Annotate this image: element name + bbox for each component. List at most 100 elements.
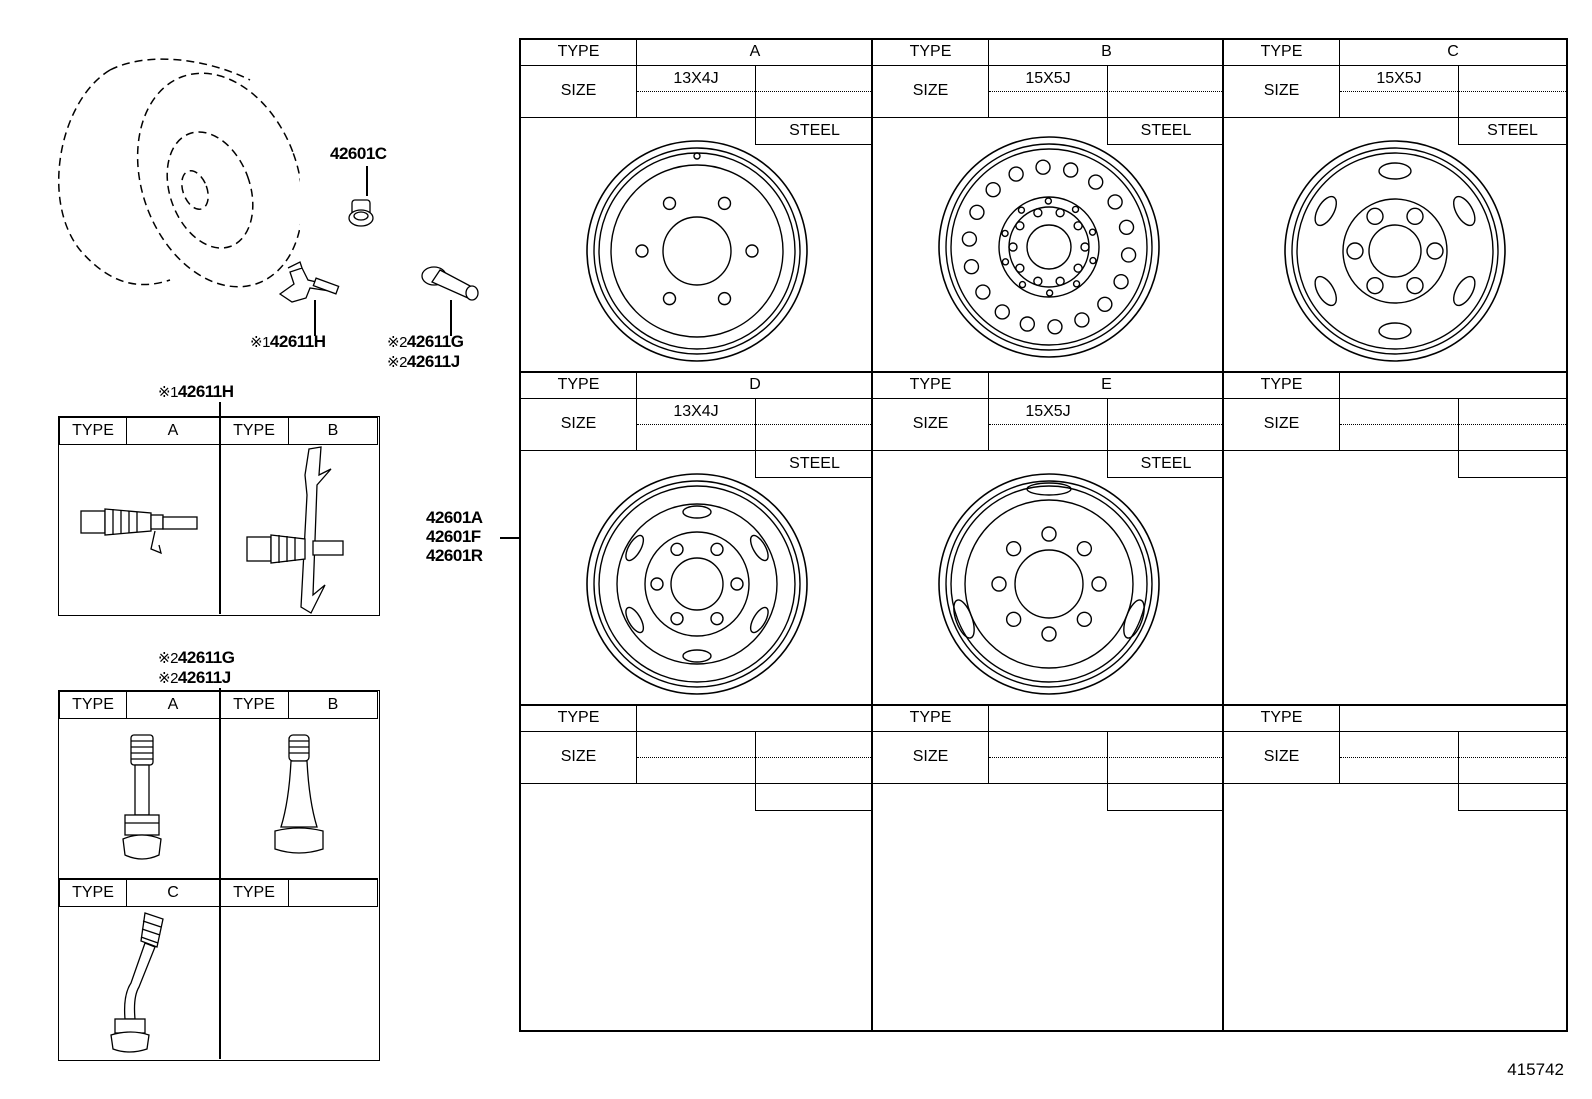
marker: ※2 [387,334,407,351]
size-extra [755,732,873,758]
material-value [1107,784,1224,811]
size-extra [1107,399,1224,425]
size-label: SIZE [521,732,637,784]
wheel-drawing [582,469,812,699]
size-value: 15X5J [989,399,1107,425]
wheel-part-label-2: 42601F [426,527,481,546]
size-extra [1107,92,1224,118]
size-value [637,732,755,758]
valve-h-type-b-drawing [246,446,344,614]
material-value: STEEL [755,451,873,478]
type-value-cell [288,879,378,907]
size-extra [755,399,873,425]
type-value: A [167,696,179,713]
size-extra [1107,758,1224,784]
valve-g-part-label: ※242611G [387,332,464,352]
doc-number: 415742 [1507,1060,1564,1079]
leader-line [219,402,221,416]
type-label: TYPE [873,706,989,732]
valve-h-part-label: ※142611H [250,332,326,352]
type-label: TYPE [72,422,114,439]
size-blank [637,425,755,451]
tire-part-label: 42601C [330,144,387,163]
material-value [755,784,873,811]
divider [59,878,378,880]
size-extra [1458,66,1566,92]
type-label: TYPE [233,422,275,439]
size-extra [1458,399,1566,425]
type-value: B [327,422,339,439]
material-value [1458,451,1566,478]
size-blank [1340,758,1458,784]
wheel-drawing [934,132,1164,362]
type-label: TYPE [873,373,989,399]
wheel-d-icon [586,473,808,695]
size-value: 15X5J [1340,66,1458,92]
size-blank [989,425,1107,451]
part-number: 42611H [177,382,234,401]
type-value-cell [288,691,378,719]
size-value [989,732,1107,758]
valve-h-type-a-drawing [80,508,198,555]
marker: ※2 [158,650,178,667]
size-blank [1340,92,1458,118]
valve-type-a-drawing [122,734,162,860]
size-label: SIZE [521,399,637,451]
part-number: 42611G [406,332,464,351]
size-extra [755,425,873,451]
part-number: 42611J [406,352,460,371]
size-label: SIZE [873,399,989,451]
size-blank [637,92,755,118]
type-label: TYPE [1224,40,1340,66]
type-value: D [637,373,873,399]
divider [219,417,221,614]
type-label: TYPE [521,373,637,399]
type-value [637,706,873,732]
type-value: C [167,884,179,901]
type-value: C [1340,40,1566,66]
type-label: TYPE [521,706,637,732]
type-value: E [989,373,1224,399]
wheel-drawing [934,469,1164,699]
valve-g-drawing [421,266,479,301]
material-value: STEEL [755,118,873,145]
size-label: SIZE [873,66,989,118]
valve-type-c-drawing [110,912,164,1053]
size-extra [1107,425,1224,451]
part-number: 42611J [177,668,231,687]
leader-line [366,166,368,196]
wheel-drawing [1280,136,1510,366]
wheel-part-label-1: 42601A [426,508,483,527]
material-value: STEEL [1107,451,1224,478]
size-extra [1458,758,1566,784]
type-label: TYPE [72,884,114,901]
type-label: TYPE [873,40,989,66]
type-value: B [989,40,1224,66]
valve-h-box-title: ※142611H [158,382,234,402]
type-value: A [167,422,179,439]
size-extra [1107,732,1224,758]
leader-line [314,300,316,336]
valve-type-b-drawing [274,734,324,854]
size-extra [1458,425,1566,451]
type-label: TYPE [233,884,275,901]
valve-gj-box: TYPE A TYPE B TYPE C TYPE [58,690,380,1061]
part-number: 42611H [269,332,326,351]
type-value [989,706,1224,732]
marker: ※1 [158,384,178,401]
material-value [1458,784,1566,811]
size-extra [755,66,873,92]
type-value [1340,373,1566,399]
size-value: 15X5J [989,66,1107,92]
type-value: A [637,40,873,66]
marker: ※2 [387,354,407,371]
size-extra [755,92,873,118]
type-label: TYPE [72,696,114,713]
